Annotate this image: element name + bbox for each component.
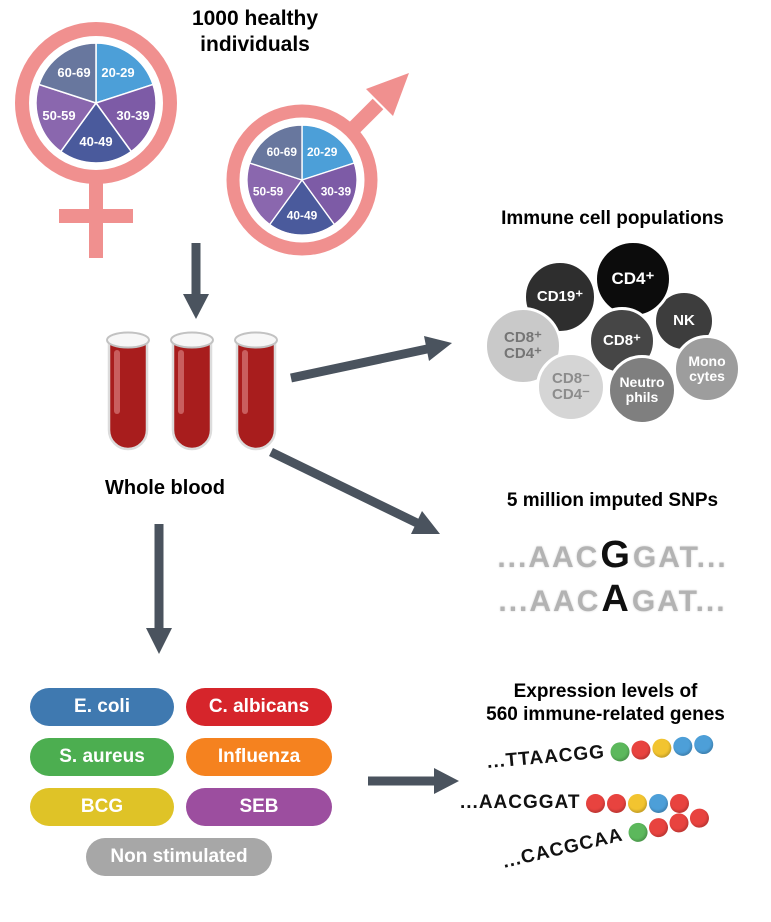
female-symbol-crossbar <box>59 209 133 223</box>
male-age-pie: 20-29 30-39 40-49 50-59 60-69 <box>244 122 360 238</box>
expression-sequence: ...AACGGAT <box>460 792 581 813</box>
gene-bead <box>687 806 711 830</box>
gene-bead <box>586 793 606 813</box>
age-label: 40-49 <box>79 134 112 149</box>
age-label: 50-59 <box>42 108 75 123</box>
tube-rim <box>106 331 150 349</box>
age-label: 60-69 <box>267 145 298 159</box>
gene-bead <box>610 741 631 762</box>
stimulus-bcg: BCG <box>30 788 174 826</box>
female-symbol-icon: 20-29 30-39 40-49 50-59 60-69 <box>15 22 177 258</box>
tube-highlight <box>178 350 184 414</box>
stimulus-non-stimulated: Non stimulated <box>86 838 272 876</box>
male-symbol-icon: 20-29 30-39 40-49 50-59 60-69 <box>226 73 409 256</box>
arrow-to-expression <box>368 768 459 794</box>
snp-variant-letter: G <box>600 534 632 576</box>
cell-cd8neg-cd4neg: CD8⁻ CD4⁻ <box>536 352 606 422</box>
gene-bead <box>672 735 694 757</box>
blood-tube <box>106 331 150 451</box>
gene-bead <box>667 811 691 834</box>
snp-suffix: GAT... <box>631 585 727 618</box>
expression-row: ...AACGGAT <box>460 792 690 814</box>
pie-outline <box>244 122 360 238</box>
age-label: 20-29 <box>101 65 134 80</box>
stimulus-calbicans: C. albicans <box>186 688 332 726</box>
age-label: 30-39 <box>116 108 149 123</box>
tube-highlight <box>242 350 248 414</box>
stimulus-saureus: S. aureus <box>30 738 174 776</box>
blood-tube <box>234 331 278 451</box>
blood-tube <box>170 331 214 451</box>
gene-bead <box>607 793 627 813</box>
tube-rim <box>234 331 278 349</box>
snp-prefix: ...AAC <box>498 585 601 618</box>
gene-bead <box>630 739 652 760</box>
age-label: 60-69 <box>57 65 90 80</box>
gene-bead <box>626 820 650 844</box>
figure-title: 1000 healthy individuals <box>191 7 319 56</box>
arrow-to-snps <box>269 447 440 534</box>
gene-bead <box>628 793 648 813</box>
age-label: 20-29 <box>307 145 338 159</box>
male-symbol-arrow-head <box>366 73 409 116</box>
age-label: 30-39 <box>321 185 352 199</box>
expression-title: Expression levels of 560 immune-related … <box>486 681 725 726</box>
stimulus-ecoli: E. coli <box>30 688 174 726</box>
female-age-pie: 20-29 30-39 40-49 50-59 60-69 <box>33 40 159 166</box>
snps-title: 5 million imputed SNPs <box>506 490 719 511</box>
snp-suffix: GAT... <box>632 541 728 574</box>
cell-cd4: CD4⁺ <box>594 240 672 318</box>
arrow-to-stimuli <box>146 524 172 654</box>
snp-variant-letter: A <box>601 578 631 620</box>
immune-cells-title: Immune cell populations <box>501 208 724 229</box>
tube-rim <box>170 331 214 349</box>
snp-prefix: ...AAC <box>497 541 600 574</box>
stimulus-seb: SEB <box>186 788 332 826</box>
arrow-to-immune-cells <box>290 336 452 383</box>
cell-neutrophils: Neutro phils <box>607 355 677 425</box>
gene-bead <box>651 737 673 758</box>
gene-bead <box>670 793 690 813</box>
gene-bead <box>693 733 715 755</box>
arrow-to-blood <box>183 243 209 319</box>
whole-blood-label: Whole blood <box>105 477 225 499</box>
gene-bead <box>646 815 670 839</box>
gene-bead <box>649 793 669 813</box>
tube-highlight <box>114 350 120 414</box>
age-label: 50-59 <box>253 185 284 199</box>
cell-monocytes: Mono cytes <box>673 335 741 403</box>
blood-tubes <box>106 331 278 451</box>
age-label: 40-49 <box>287 208 318 222</box>
pie-outline <box>33 40 159 166</box>
stimulus-influenza: Influenza <box>186 738 332 776</box>
